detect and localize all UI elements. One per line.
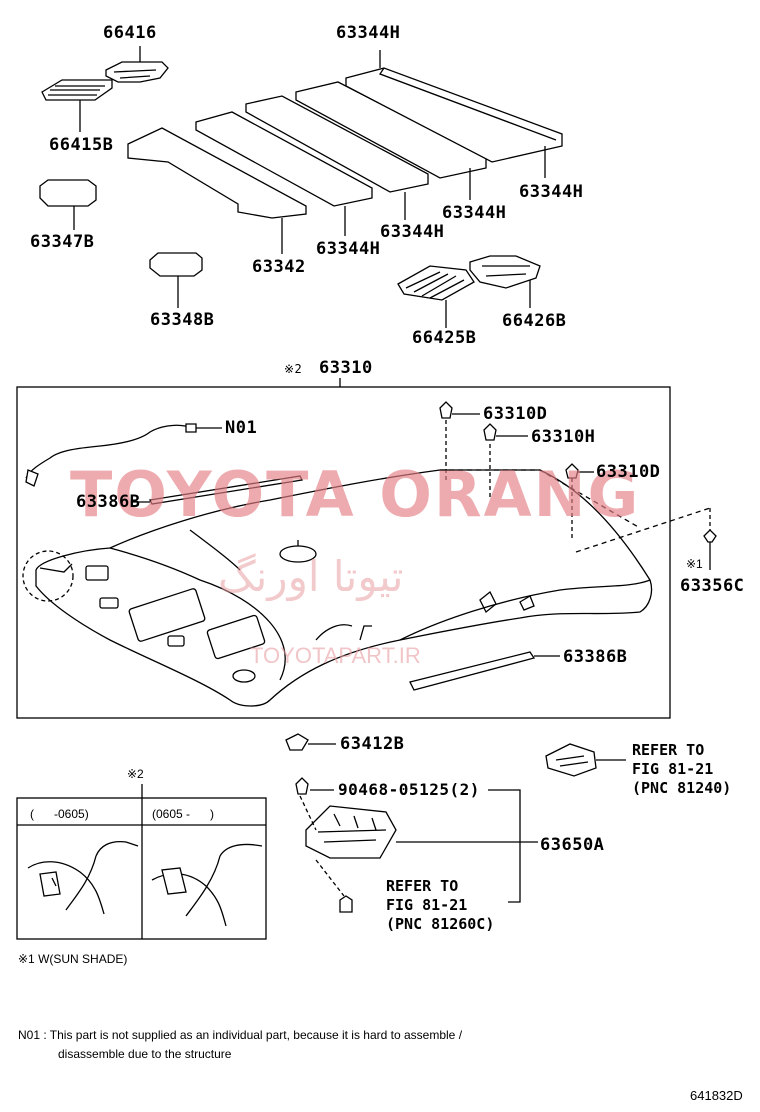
label-63344h-r1: 63344H	[316, 239, 381, 259]
footnote-n01-line1: N01 : This part is not supplied as an in…	[18, 1028, 463, 1042]
footnote-n01: N01 : This part is not supplied as an in…	[18, 1026, 658, 1064]
label-63356c: 63356C	[680, 576, 745, 596]
label-66416: 66416	[103, 23, 157, 43]
watermark-brand: TOYOTA ORANG	[70, 458, 641, 531]
label-63310d-1: 63310D	[483, 404, 548, 424]
label-63344h-r3: 63344H	[442, 203, 507, 223]
label-63310: ※2 63310	[284, 360, 373, 377]
refer-fig-81240[interactable]: REFER TO FIG 81-21 (PNC 81240)	[632, 741, 732, 797]
inset-mark: ※2	[127, 767, 144, 781]
label-63310d-2: 63310D	[596, 462, 661, 482]
label-63347b: 63347B	[30, 232, 95, 252]
part-66415b-shape	[41, 79, 113, 101]
label-66425b: 66425B	[412, 328, 477, 348]
refer-fig-81260c[interactable]: REFER TO FIG 81-21 (PNC 81260C)	[386, 877, 495, 933]
label-63310h: 63310H	[531, 427, 596, 447]
label-63310-mark: ※2	[284, 362, 303, 376]
label-63344h-top: 63344H	[336, 23, 401, 43]
watermark-site: TOYOTAPART.IR	[250, 643, 421, 668]
footnote-sunshade: ※1 W(SUN SHADE)	[18, 952, 128, 966]
footnote-n01-line2: disassemble due to the structure	[58, 1047, 232, 1061]
label-63386b-2: 63386B	[563, 647, 628, 667]
label-63412b: 63412B	[340, 734, 405, 754]
watermark-persian: تیوتا اورنگ	[218, 552, 404, 601]
part-66416-shape	[105, 61, 169, 83]
label-63356c-mark: ※1	[686, 557, 703, 571]
label-66426b: 66426B	[502, 311, 567, 331]
label-66415b: 66415B	[49, 135, 114, 155]
label-63386b-1: 63386B	[76, 492, 141, 512]
label-63650a: 63650A	[540, 835, 605, 855]
label-n01: N01	[225, 418, 258, 438]
label-63344h-r4: 63344H	[519, 182, 584, 202]
diagram-code: 641832D	[690, 1088, 743, 1103]
inset-col-before-0605: ( -0605)	[30, 807, 89, 821]
inset-col-after-0605: (0605 - )	[152, 807, 215, 821]
part-66425b-shape	[397, 265, 475, 301]
label-63344h-r2: 63344H	[380, 222, 445, 242]
label-63342: 63342	[252, 257, 306, 277]
label-63348b: 63348B	[150, 310, 215, 330]
label-63310-number: 63310	[319, 358, 373, 378]
part-66426b-shape	[469, 255, 541, 289]
label-90468: 90468-05125(2)	[338, 780, 480, 799]
